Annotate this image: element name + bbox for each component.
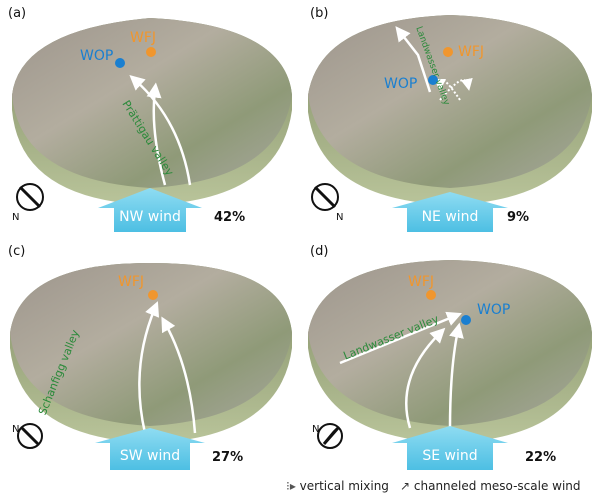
frequency-percent: 9% xyxy=(507,210,530,225)
panel-b: (b) WOP WFJ Landwasser valley N NE wind … xyxy=(300,0,600,235)
channeled-wind-arrow xyxy=(339,311,462,365)
north-label: N xyxy=(12,424,20,435)
wind-arrow xyxy=(392,426,508,470)
frequency-percent: 22% xyxy=(525,450,557,465)
panel-label: (b) xyxy=(310,6,329,21)
frequency-percent: 27% xyxy=(212,450,244,465)
wfj-label: WFJ xyxy=(118,274,145,290)
vertical-mixing-arrow xyxy=(439,77,473,101)
terrain-map xyxy=(308,260,592,470)
channeled-wind-arrow xyxy=(395,26,432,93)
wind-arrow xyxy=(98,188,202,232)
wind-arrow xyxy=(392,192,508,232)
channeled-wind-arrow xyxy=(405,327,446,429)
legend-channeled-wind: ↗ channeled meso-scale wind xyxy=(400,479,581,493)
compass-icon xyxy=(16,183,44,211)
wop-label: WOP xyxy=(80,48,114,64)
wop-label: WOP xyxy=(384,76,418,92)
wop-label: WOP xyxy=(477,302,511,318)
panel-d: (d) WFJ WOP Landwasser valley N SE wind … xyxy=(300,238,600,473)
channeled-wind-arrow xyxy=(146,82,167,186)
vertical-mixing-icon: ⁝▸ xyxy=(286,479,296,493)
channeled-wind-arrow xyxy=(138,301,160,434)
wop-marker xyxy=(115,58,125,68)
wop-marker xyxy=(428,75,438,85)
wop-marker xyxy=(461,315,471,325)
terrain-map xyxy=(10,263,292,470)
wfj-marker xyxy=(146,47,156,57)
wind-direction-label: NE wind xyxy=(421,209,479,225)
wind-direction-label: SW wind xyxy=(119,448,181,464)
frequency-percent: 42% xyxy=(214,210,246,225)
legend-label: channeled meso-scale wind xyxy=(413,479,581,493)
wfj-label: WFJ xyxy=(458,44,485,60)
panel-label: (d) xyxy=(310,244,329,259)
wind-direction-label: SE wind xyxy=(422,448,478,464)
panel-label: (a) xyxy=(8,6,27,21)
north-label: N xyxy=(312,424,320,435)
terrain-map xyxy=(12,18,292,232)
legend-vertical-mixing: ⁝▸ vertical mixing xyxy=(286,479,389,493)
panel-a: (a) WOP WFJ Prättigau valley N NW wind 4… xyxy=(0,0,300,235)
vertical-mixing-arrow xyxy=(434,78,461,101)
channeled-wind-arrow xyxy=(129,75,192,186)
panel-label: (c) xyxy=(8,244,26,259)
compass-icon xyxy=(17,423,43,449)
wfj-marker xyxy=(426,290,436,300)
terrain-map xyxy=(308,15,592,232)
wfj-label: WFJ xyxy=(408,274,435,290)
channeled-wind-arrow xyxy=(161,316,197,434)
wfj-marker xyxy=(443,47,453,57)
compass-icon xyxy=(317,423,343,449)
wind-arrow xyxy=(95,428,205,470)
channeled-wind-arrow xyxy=(448,322,464,429)
wfj-label: WFJ xyxy=(130,30,157,46)
wind-direction-label: NW wind xyxy=(119,209,181,225)
north-label: N xyxy=(12,212,20,223)
panel-c: (c) WFJ Schanfigg valley N SW wind 27% xyxy=(0,238,300,473)
legend-label: vertical mixing xyxy=(299,479,389,493)
compass-icon xyxy=(311,183,339,211)
wfj-marker xyxy=(148,290,158,300)
channeled-wind-icon: ↗ xyxy=(400,479,411,493)
north-label: N xyxy=(336,212,344,223)
